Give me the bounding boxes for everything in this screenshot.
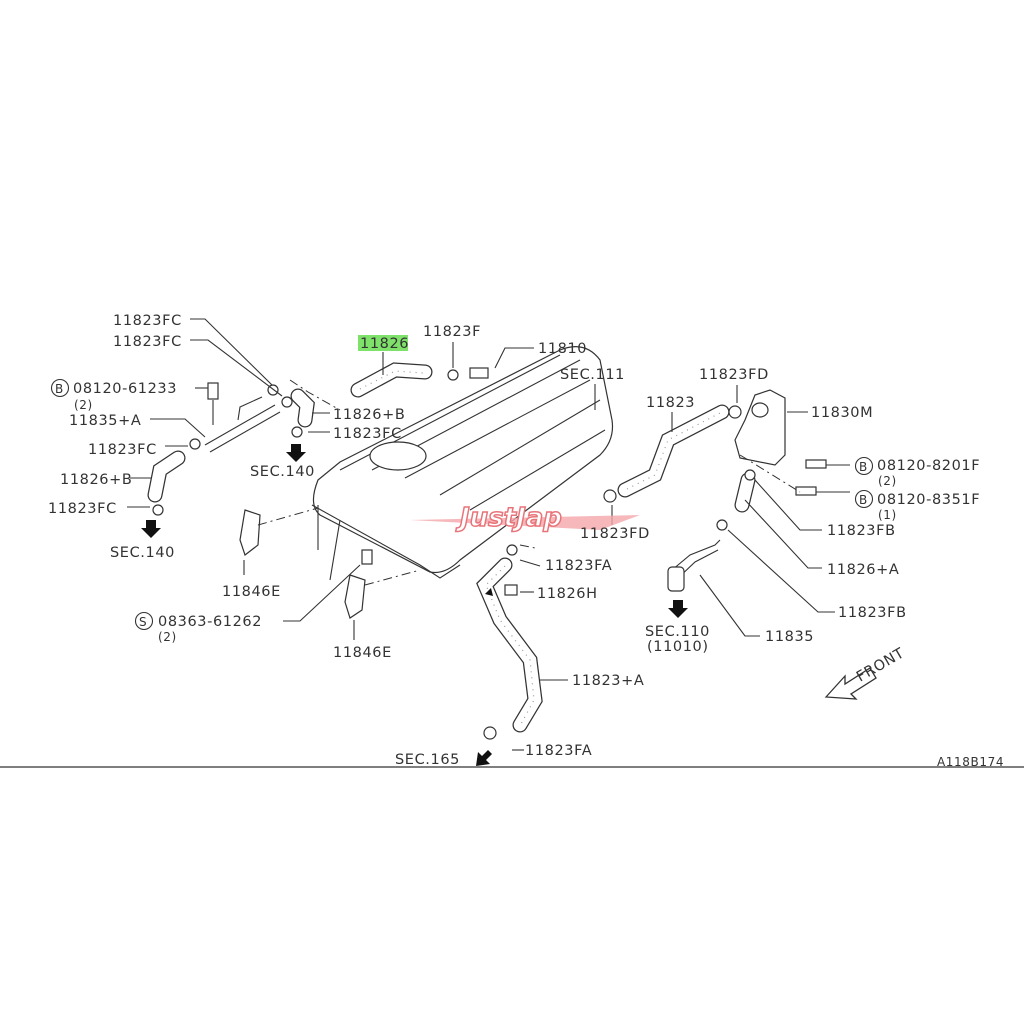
section-label-140[interactable]: SEC.140 [250,464,315,480]
bolt1-prefix: B [55,382,64,396]
part-label-11823[interactable]: 11823 [646,395,695,411]
hose-clamp [291,426,303,438]
hose-11823-a [476,557,543,733]
arrow-down-icon [286,444,306,462]
section-label-165[interactable]: SEC.165 [395,752,460,768]
bolt-b-badge [854,456,874,476]
part-label-11823fc[interactable]: 11823FC [113,313,182,329]
part-label-11823fc[interactable]: 11823FC [333,426,402,442]
part-label-11823fd[interactable]: 11823FD [699,367,769,383]
dashed-guides [257,379,801,586]
part-label-11823fd[interactable]: 11823FD [580,526,650,542]
hose-11826-b-mid [290,388,315,428]
hose-11826-a [734,472,756,513]
pipe-11835-a [204,396,281,453]
hose-clamp [281,396,293,408]
arrow-down-icon [668,600,688,618]
diagram-code: A118B174 [937,755,1004,769]
qty-label: (1) [878,508,897,522]
pcv-valve-11810 [469,367,489,379]
hose-clamp [152,504,164,516]
pipe-fitting [667,566,685,592]
hose-11823 [617,404,730,498]
part-label-11823-a[interactable]: 11823+A [572,673,644,689]
hose-clamp [189,438,201,450]
part-label-11823fb[interactable]: 11823FB [838,605,907,621]
arrow-down-left-icon [476,750,492,766]
bracket-11846e [344,574,366,619]
watermark-logo: JustJap [455,503,562,533]
bolt2-prefix: B [859,460,868,474]
bolt [207,382,219,400]
part-label-11823fa[interactable]: 11823FA [545,558,612,574]
oil-separator-11830m [734,389,786,466]
part-label-11810[interactable]: 11810 [538,341,587,357]
part-label-08363-61262[interactable]: 08363-61262 [158,614,262,630]
part-label-11835-a[interactable]: 11835+A [69,413,141,429]
qty-label: (2) [878,474,897,488]
leader-lines [127,318,850,751]
screw-s-badge [134,611,154,631]
arrow-icon [485,588,493,596]
qty-label: (2) [74,398,93,412]
bolt [795,486,817,496]
hose-clamp [447,369,459,381]
bracket-11846e [239,509,261,556]
part-label-11846e[interactable]: 11846E [333,645,392,661]
bolt [805,459,827,469]
section-label-140[interactable]: SEC.140 [110,545,175,561]
watermark-swoosh [410,515,640,530]
part-label-08120-8201f[interactable]: 08120-8201F [877,458,980,474]
hose-11826-b-left [147,450,186,503]
valve-cover [311,346,614,581]
hose-clamp [506,544,518,556]
hose-clamp [483,726,497,740]
bolt-b-badge [854,489,874,509]
part-label-11826-a[interactable]: 11826+A [827,562,899,578]
hose-11826 [350,362,433,398]
arrow-down-icon [141,520,161,538]
screw [361,549,373,565]
front-label: FRONT [854,645,908,685]
part-label-11826-b[interactable]: 11826+B [333,407,405,423]
qty-label: (2) [158,630,177,644]
part-label-11823fc[interactable]: 11823FC [113,334,182,350]
part-label-08120-61233[interactable]: 08120-61233 [73,381,177,397]
part-label-11823fc[interactable]: 11823FC [88,442,157,458]
hose-clamp [716,519,728,531]
part-label-11823fc[interactable]: 11823FC [48,501,117,517]
part-label-11826-b[interactable]: 11826+B [60,472,132,488]
bolt-b-badge [50,378,70,398]
part-label-11826h[interactable]: 11826H [537,586,598,602]
part-label-11835[interactable]: 11835 [765,629,814,645]
part-label-11830m[interactable]: 11830M [811,405,873,421]
highlight-box [358,335,408,351]
part-label-11823f[interactable]: 11823F [423,324,481,340]
part-label-11823fa[interactable]: 11823FA [525,743,592,759]
section-label-111[interactable]: SEC.111 [560,367,625,383]
hose-clamp [744,469,756,481]
section-sublabel-11010: (11010) [647,639,709,655]
bolt3-prefix: B [859,493,868,507]
hose-11826h [504,584,518,596]
part-label-11823fb[interactable]: 11823FB [827,523,896,539]
hose-clamp [728,405,742,419]
part-label-11826-highlighted[interactable]: 11826 [360,336,409,352]
part-label-11846e[interactable]: 11846E [222,584,281,600]
front-arrow-icon [824,667,877,700]
screw-prefix: S [139,615,147,629]
section-label-110[interactable]: SEC.110 [645,624,710,640]
hose-clamp [603,489,617,503]
part-label-08120-8351f[interactable]: 08120-8351F [877,492,980,508]
